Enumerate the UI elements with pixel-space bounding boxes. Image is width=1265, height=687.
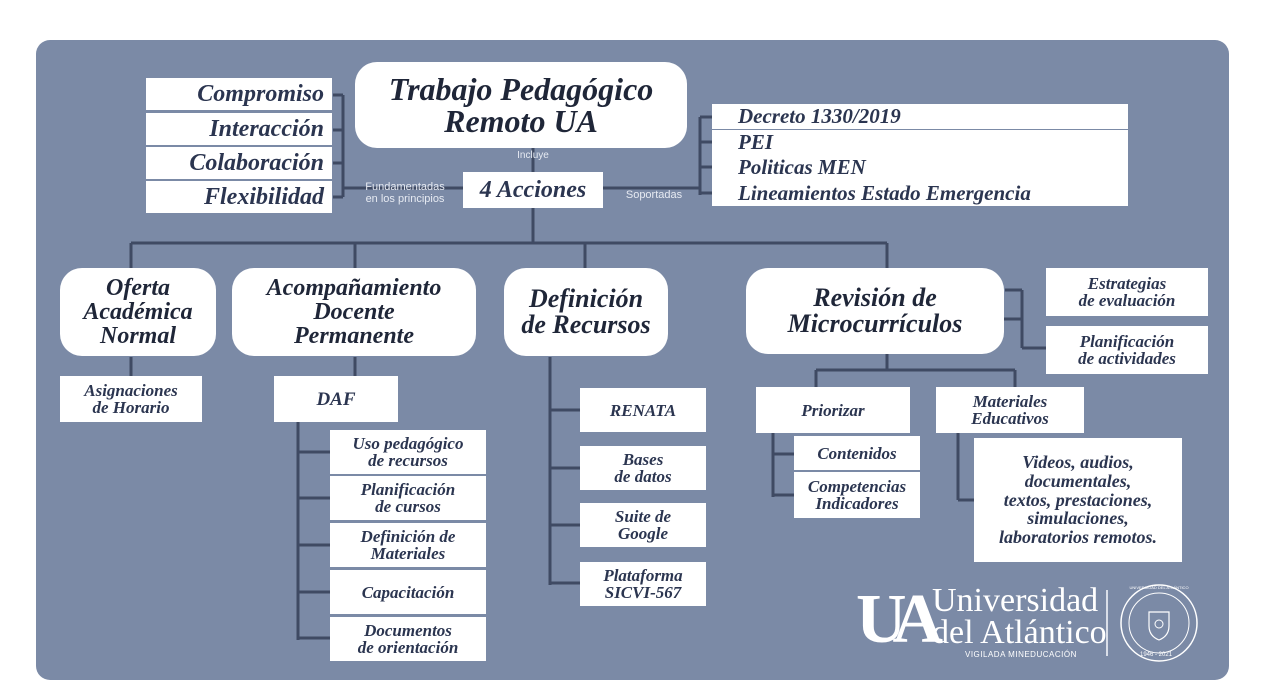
recurso-suite: Suite de Google: [580, 503, 706, 547]
support-lineamientos: Lineamientos Estado Emergencia: [712, 180, 1128, 206]
principle-interaccion: Interacción: [146, 113, 332, 145]
materiales-detail-line-2: documentales,: [1024, 470, 1132, 491]
recurso-bases-line-1: Bases: [622, 450, 664, 469]
materiales-line-2: Educativos: [971, 409, 1049, 428]
materiales-detail-line-4: simulaciones,: [1027, 508, 1129, 529]
daf-child-capacitacion-line-1: Capacitación: [361, 582, 455, 602]
includes-label: Incluye: [517, 150, 549, 161]
action-oferta-line-3: Normal: [99, 323, 176, 349]
recurso-plataforma-line-1: Plataforma: [603, 566, 683, 585]
main-title-line-1: Trabajo Pedagógico: [388, 71, 654, 107]
priorizar-competencias: Competencias Indicadores: [794, 472, 920, 518]
daf-child-documentos-line-2: de orientación: [357, 638, 459, 657]
action-definicion-line-2: de Recursos: [521, 310, 651, 339]
daf-child-planificacion-line-2: de cursos: [375, 497, 441, 516]
action-oferta-line-1: Oferta: [106, 275, 170, 301]
revision-planificacion-line-2: de actividades: [1078, 349, 1176, 368]
recurso-plataforma-line-2: SICVI-567: [604, 583, 682, 602]
principles-label-line-2: en los principios: [365, 193, 445, 206]
daf-box: DAF: [274, 376, 398, 422]
action-oferta: Oferta Académica Normal: [60, 268, 216, 356]
supported-label: Soportadas: [625, 189, 683, 201]
recurso-bases-line-2: de datos: [614, 467, 672, 486]
action-definicion: Definición de Recursos: [504, 268, 668, 356]
daf-child-documentos-line-1: Documentos: [364, 621, 452, 640]
support-decreto: Decreto 1330/2019: [712, 104, 1128, 129]
materiales-detail-line-3: textos, prestaciones,: [1003, 489, 1153, 510]
materiales-detail-line-5: laboratorios remotos.: [998, 527, 1158, 548]
asignaciones-line-1: Asignaciones: [84, 381, 178, 400]
main-title-box: Trabajo Pedagógico Remoto UA: [355, 62, 687, 148]
action-definicion-line-1: Definición: [528, 284, 644, 313]
principles-label-line-1: Fundamentadas: [365, 181, 445, 193]
revision-estrategias-line-2: de evaluación: [1078, 291, 1176, 310]
action-oferta-line-2: Académica: [83, 299, 193, 325]
logo-line-1: Universidad: [932, 582, 1099, 619]
materiales-detail: Videos, audios, documentales, textos, pr…: [974, 438, 1182, 562]
action-revision-line-1: Revisión de: [813, 283, 937, 312]
logo-line-2: del Atlántico: [932, 614, 1107, 651]
recurso-bases: Bases de datos: [580, 446, 706, 490]
materiales-box: Materiales Educativos: [936, 387, 1084, 433]
support-pei: PEI: [712, 130, 1128, 155]
materiales-line-1: Materiales: [972, 392, 1048, 411]
daf-child-uso-line-1: Uso pedagógico: [352, 434, 464, 453]
action-acompanamiento-line-2: Docente: [313, 299, 395, 325]
support-politicas-men: Politicas MEN: [712, 155, 1128, 180]
materiales-detail-line-1: Videos, audios,: [1022, 451, 1134, 472]
action-acompanamiento-line-1: Acompañamiento: [266, 275, 442, 301]
daf-child-definicion-line-2: Materiales: [370, 544, 446, 563]
recurso-renata-line-1: RENATA: [609, 400, 677, 420]
recurso-suite-line-1: Suite de: [614, 507, 672, 526]
revision-planificacion: Planificación de actividades: [1046, 326, 1208, 374]
asignaciones-box: Asignaciones de Horario: [60, 376, 202, 422]
principle-colaboracion: Colaboración: [146, 147, 332, 179]
principle-flexibilidad: Flexibilidad: [146, 181, 332, 213]
logo-monogram: UA: [856, 581, 943, 658]
priorizar-box: Priorizar: [756, 387, 910, 433]
logo-tagline: VIGILADA MINEDUCACIÓN: [965, 650, 1077, 659]
daf-child-uso-line-2: de recursos: [368, 451, 448, 470]
principle-compromiso: Compromiso: [146, 78, 332, 110]
daf-child-capacitacion: Capacitación: [330, 570, 486, 614]
logo-seal: [1118, 582, 1200, 664]
asignaciones-line-2: de Horario: [92, 398, 170, 417]
priorizar-contenidos: Contenidos: [794, 436, 920, 470]
recurso-suite-line-2: Google: [617, 524, 669, 543]
revision-estrategias: Estrategias de evaluación: [1046, 268, 1208, 316]
revision-planificacion-line-1: Planificación: [1079, 332, 1175, 351]
daf-child-planificacion: Planificación de cursos: [330, 476, 486, 520]
daf-child-planificacion-line-1: Planificación: [360, 480, 456, 499]
priorizar-contenidos-line-1: Contenidos: [817, 443, 897, 463]
priorizar-competencias-line-2: Indicadores: [815, 494, 899, 513]
principles-label: Fundamentadas en los principios: [346, 181, 464, 205]
recurso-renata: RENATA: [580, 388, 706, 432]
priorizar-competencias-line-1: Competencias: [807, 477, 907, 496]
recurso-plataforma: Plataforma SICVI-567: [580, 562, 706, 606]
logo-seal-years: 1946 - 2021: [1140, 652, 1173, 658]
action-revision-line-2: Microcurrículos: [787, 309, 963, 338]
action-revision: Revisión de Microcurrículos: [746, 268, 1004, 354]
daf-child-uso: Uso pedagógico de recursos: [330, 430, 486, 474]
logo-divider: [1106, 590, 1108, 656]
daf-child-documentos: Documentos de orientación: [330, 617, 486, 661]
daf-child-definicion-line-1: Definición de: [360, 527, 456, 546]
main-title-line-2: Remoto UA: [444, 103, 598, 139]
action-acompanamiento: Acompañamiento Docente Permanente: [232, 268, 476, 356]
action-acompanamiento-line-3: Permanente: [294, 323, 414, 349]
daf-child-definicion: Definición de Materiales: [330, 523, 486, 567]
center-node: 4 Acciones: [463, 172, 603, 208]
logo-seal-text: UNIVERSIDAD DEL ATLÁNTICO: [1129, 585, 1189, 590]
revision-estrategias-line-1: Estrategias: [1087, 274, 1167, 293]
